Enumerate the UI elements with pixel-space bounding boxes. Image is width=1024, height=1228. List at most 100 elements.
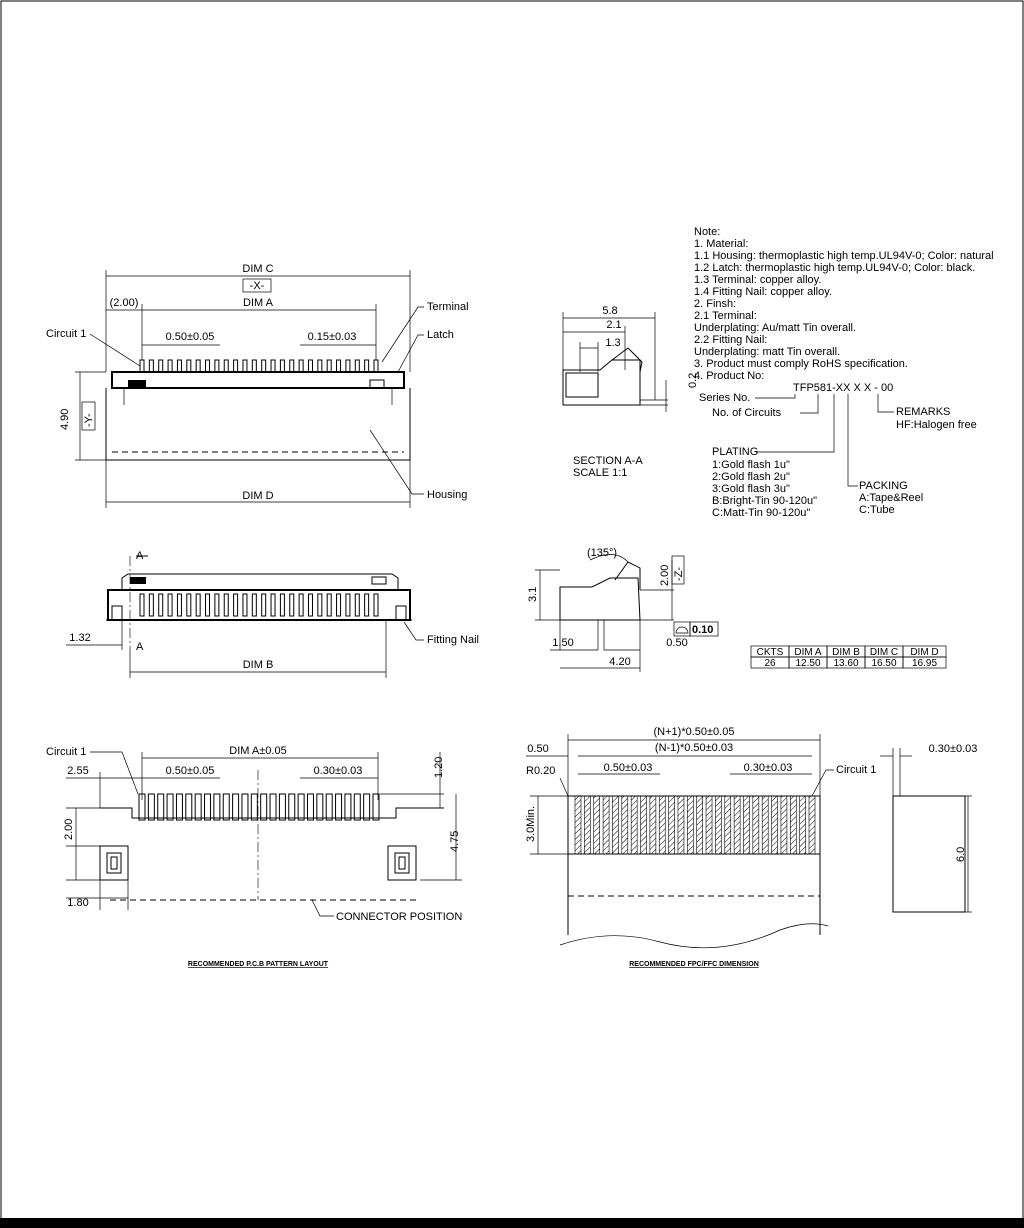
pcb-pad bbox=[166, 793, 174, 821]
fpc-dimension: (N+1)*0.50±0.05 (N-1)*0.50±0.03 0.50 R0.… bbox=[525, 726, 977, 968]
pcb-120-label: 1.20 bbox=[433, 757, 445, 778]
terminal-pin bbox=[148, 359, 154, 373]
pcb-pad bbox=[335, 793, 343, 821]
plating-option: 2:Gold flash 2u" bbox=[712, 471, 790, 483]
pcb-dim-a-label: DIM A±0.05 bbox=[229, 745, 286, 757]
terminal-pin bbox=[158, 359, 164, 373]
note-line: 2. Finsh: bbox=[694, 298, 736, 310]
side-050-label: 0.50 bbox=[666, 637, 687, 649]
width-015-label: 0.15±0.03 bbox=[308, 331, 357, 343]
front-pin bbox=[214, 593, 220, 617]
datum-x-box bbox=[242, 278, 272, 293]
side-420-label: 4.20 bbox=[609, 656, 630, 668]
pcb-200-label: 2.00 bbox=[63, 819, 75, 840]
side-view: (135°) 2.00 -Z- 3.1 1.50 0.50 4.20 0.10 bbox=[527, 547, 719, 672]
fpc-finger bbox=[733, 795, 741, 855]
datum-z-label: -Z- bbox=[673, 567, 685, 581]
fpc-finger bbox=[593, 795, 601, 855]
fpc-r020-label: R0.20 bbox=[526, 765, 555, 777]
front-pin bbox=[205, 593, 211, 617]
front-pin bbox=[251, 593, 257, 617]
pcb-pad bbox=[232, 793, 240, 821]
fpc-finger bbox=[687, 795, 694, 855]
front-pin bbox=[289, 593, 295, 617]
fpc-finger bbox=[705, 795, 713, 855]
front-pin bbox=[298, 593, 304, 617]
pcb-180-label: 1.80 bbox=[67, 897, 88, 909]
note-line: 1.4 Fitting Nail: copper alloy. bbox=[694, 286, 832, 298]
terminal-pin bbox=[186, 359, 192, 373]
table-cell: 13.60 bbox=[833, 658, 858, 669]
note-line: 2.2 Fitting Nail: bbox=[694, 334, 767, 346]
pitch-2-label: (2.00) bbox=[110, 297, 139, 309]
table-cell-border bbox=[902, 656, 947, 669]
pcb-255-label: 2.55 bbox=[67, 765, 88, 777]
front-view: A A 1.32 DIM B Fitting Nail bbox=[66, 550, 479, 678]
connector-position-label: CONNECTOR POSITION bbox=[336, 911, 462, 923]
terminal-label: Terminal bbox=[427, 301, 469, 313]
front-pin bbox=[195, 593, 201, 617]
note-line: Underplating: matt Tin overall. bbox=[694, 346, 840, 358]
fpc-finger bbox=[724, 795, 732, 855]
packing-option: C:Tube bbox=[859, 504, 895, 516]
circuits-label: No. of Circuits bbox=[712, 407, 782, 419]
terminal-pin bbox=[139, 359, 145, 373]
terminal-pin bbox=[167, 359, 173, 373]
plating-option: 1:Gold flash 1u" bbox=[712, 459, 790, 471]
pcb-layout: DIM A±0.05 Circuit 1 2.55 0.50±0.05 0.30… bbox=[46, 745, 462, 968]
terminal-pin bbox=[195, 359, 201, 373]
a-mark-bottom: A bbox=[136, 641, 144, 653]
section-title: SECTION A-A bbox=[573, 455, 643, 467]
plating-option: 3:Gold flash 3u" bbox=[712, 483, 790, 495]
table-header: CKTS bbox=[757, 647, 784, 658]
front-pin bbox=[317, 593, 323, 617]
fpc-finger bbox=[630, 795, 638, 855]
dim-d-label: DIM D bbox=[242, 490, 273, 502]
pcb-pad bbox=[288, 793, 296, 821]
fpc-circuit1-label: Circuit 1 bbox=[836, 764, 876, 776]
fitting-nail-label: Fitting Nail bbox=[427, 634, 479, 646]
fpc-finger bbox=[621, 795, 629, 855]
fpc-finger bbox=[696, 795, 703, 855]
front-pin bbox=[139, 593, 145, 617]
remarks-label: REMARKS bbox=[896, 406, 950, 418]
fpc-finger bbox=[612, 795, 619, 855]
terminal-pin bbox=[242, 359, 248, 373]
pcb-pad bbox=[344, 793, 352, 821]
front-pin bbox=[176, 593, 182, 617]
series-label: Series No. bbox=[699, 392, 750, 404]
front-pin bbox=[279, 593, 285, 617]
pcb-475-label: 4.75 bbox=[449, 831, 461, 852]
front-pin bbox=[233, 593, 239, 617]
note-line: 1.1 Housing: thermoplastic high temp.UL9… bbox=[694, 250, 994, 262]
front-pin bbox=[186, 593, 192, 617]
fpc-np1-label: (N+1)*0.50±0.05 bbox=[654, 726, 735, 738]
table-cell: 12.50 bbox=[795, 658, 820, 669]
fpc-finger bbox=[574, 795, 582, 855]
terminal-pin bbox=[233, 359, 239, 373]
dim-a-label: DIM A bbox=[243, 297, 274, 309]
pcb-pad bbox=[278, 793, 286, 821]
front-pin bbox=[373, 593, 379, 617]
side-200-label: 2.00 bbox=[659, 565, 671, 586]
terminal-pin bbox=[279, 359, 285, 373]
table-header: DIM C bbox=[870, 647, 898, 658]
fpc-title: RECOMMENDED FPC/FFC DIMENSION bbox=[629, 961, 759, 968]
note-line: 1. Material: bbox=[694, 238, 748, 250]
note-line: 1.3 Terminal: copper alloy. bbox=[694, 274, 821, 286]
terminal-pin bbox=[317, 359, 323, 373]
section-scale: SCALE 1:1 bbox=[573, 467, 627, 479]
plating-option: C:Matt-Tin 90-120u" bbox=[712, 507, 810, 519]
a-mark-top: A bbox=[136, 550, 144, 562]
terminal-pin bbox=[373, 359, 379, 373]
pitch-050-label: 0.50±0.05 bbox=[166, 331, 215, 343]
dim-b-label: DIM B bbox=[243, 659, 274, 671]
terminal-pin bbox=[336, 359, 342, 373]
terminal-pin bbox=[261, 359, 267, 373]
pcb-pad bbox=[157, 793, 165, 821]
fpc-finger bbox=[780, 795, 788, 855]
fpc-050-label: 0.50 bbox=[527, 743, 548, 755]
angle-label: (135°) bbox=[587, 547, 617, 559]
